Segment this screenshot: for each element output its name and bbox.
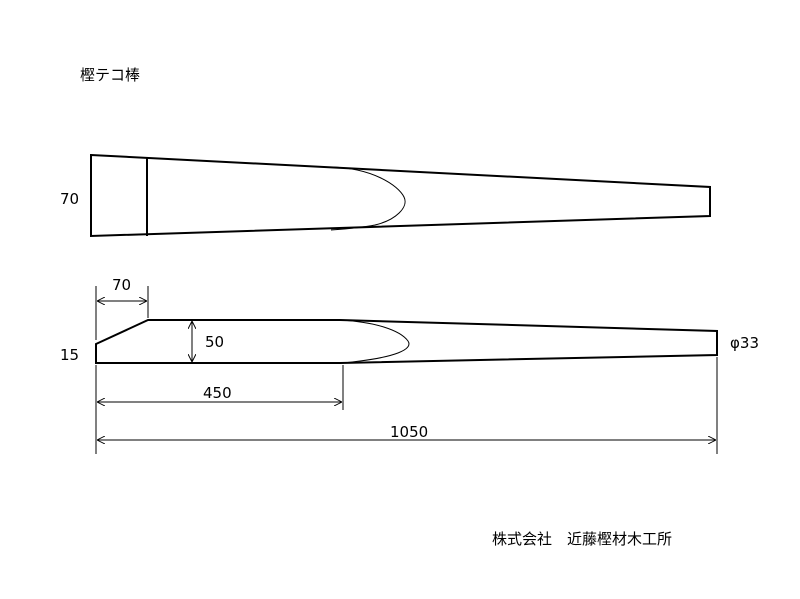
tip-height-label: 15: [60, 346, 79, 364]
flat-length-label: 450: [203, 384, 232, 402]
top-view-taper-curve: [330, 166, 406, 231]
top-view-outline: [90, 153, 711, 238]
top-view-height-label: 70: [60, 190, 79, 208]
company-name: 株式会社 近藤樫材木工所: [492, 530, 673, 548]
tip-length-label: 70: [112, 276, 131, 294]
total-length-label: 1050: [390, 423, 428, 441]
side-view: 70 15 50 φ33 450 1050: [60, 276, 759, 454]
thickness-label: 50: [205, 333, 224, 351]
side-view-outline: [95, 319, 718, 364]
drawing-title: 樫テコ棒: [80, 66, 141, 84]
side-view-taper-curve: [339, 319, 410, 364]
end-diameter-label: φ33: [730, 334, 759, 352]
top-view: 70: [60, 153, 711, 238]
